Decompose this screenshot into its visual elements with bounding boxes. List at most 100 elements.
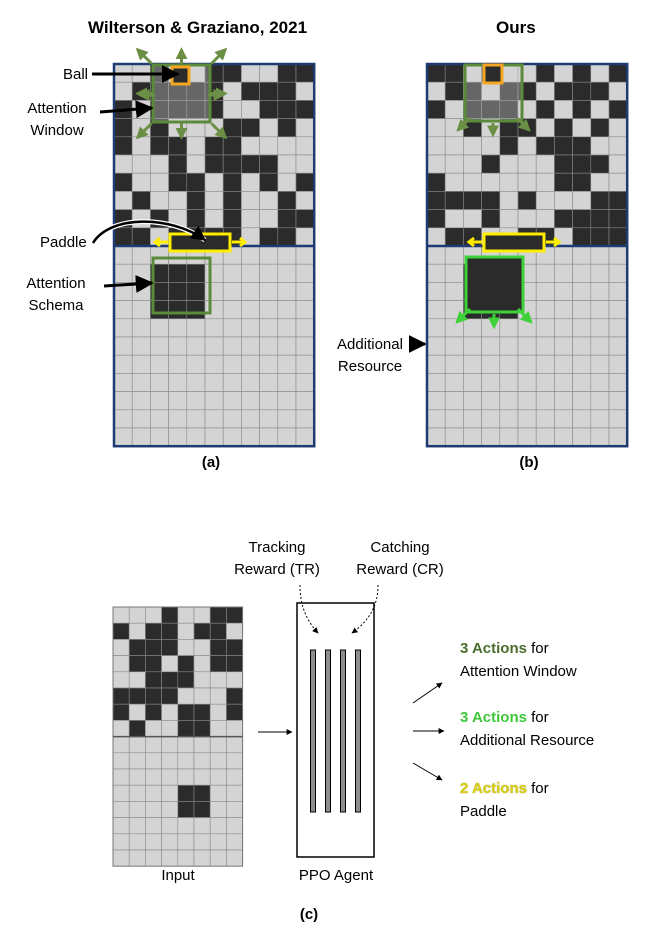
grid-cell [608, 427, 628, 447]
grid-cell [241, 391, 260, 411]
grid-cell [295, 100, 315, 119]
grid-cell [222, 118, 242, 138]
grid-cell [590, 263, 610, 283]
grid-cell [226, 752, 243, 770]
grid-cell [259, 318, 279, 338]
grid-cell [426, 373, 446, 392]
grid-cell [241, 63, 260, 83]
grid-cell [463, 373, 482, 392]
grid-cell [463, 191, 482, 210]
grid-cell [112, 606, 130, 624]
schema-pointer [103, 275, 154, 293]
grid-cell [608, 191, 628, 210]
grid-cell [259, 136, 279, 156]
grid-cell [193, 720, 211, 737]
grid-cell [131, 136, 151, 156]
grid-cell [426, 118, 446, 138]
grid-cell [259, 209, 279, 229]
grid-cell [145, 833, 162, 851]
grid-cell [209, 703, 227, 721]
grid-cell [608, 81, 628, 101]
grid-cell [186, 336, 206, 356]
grid-cell [481, 391, 501, 411]
grid-cell [186, 409, 206, 429]
grid-cell [113, 191, 133, 210]
grid-cell [186, 373, 206, 392]
tracking-reward-arrow [299, 584, 319, 634]
grid-cell [177, 817, 195, 835]
grid-cell [517, 136, 537, 156]
grid-cell [150, 136, 169, 156]
additional-resource-label-1: Additional [337, 336, 403, 353]
grid-cell [128, 817, 146, 835]
overlays [90, 47, 562, 858]
grid-cell [150, 172, 169, 192]
grid-cell [535, 354, 555, 374]
grid-cell [241, 154, 260, 174]
grid-cell [112, 801, 130, 818]
grid-panel-b [425, 62, 629, 448]
grid-cell [259, 391, 279, 411]
grid-panel-a [112, 62, 316, 448]
grid-cell [554, 209, 573, 229]
grid-cell [161, 687, 179, 705]
grid-cell [209, 736, 227, 754]
grid-cell [444, 409, 464, 429]
grid-cell [426, 172, 446, 192]
grid-cell [128, 671, 146, 689]
grid-cell [277, 118, 297, 138]
grid-cell [590, 154, 610, 174]
grid-cell [226, 736, 243, 754]
grid-cell [444, 191, 464, 210]
grid-cell [113, 118, 133, 138]
grid-cell [222, 300, 242, 320]
grid-cell [426, 354, 446, 374]
action-paddle-target: Paddle [460, 803, 507, 820]
grid-cell [426, 63, 446, 83]
grid-cell [222, 136, 242, 156]
grid-cell [186, 282, 206, 301]
grid-cell [259, 63, 279, 83]
grid-cell [186, 391, 206, 411]
grid-cell [535, 263, 555, 283]
grid-cell [209, 622, 227, 640]
grid-cell [128, 784, 146, 802]
grid-cell [168, 263, 188, 283]
grid-cell [590, 209, 610, 229]
grid-cell [161, 768, 179, 786]
grid-cell [277, 427, 297, 447]
grid-cell [112, 622, 130, 640]
grid-cell [112, 671, 130, 689]
grid-cell [535, 172, 555, 192]
grid-cell [608, 373, 628, 392]
grid-cell [444, 100, 464, 119]
grid-cell [481, 172, 501, 192]
grid-cell [463, 391, 482, 411]
grid-cell [444, 354, 464, 374]
grid-cell [554, 81, 573, 101]
grid-cell [295, 354, 315, 374]
grid-cell [572, 409, 592, 429]
grid-cell [572, 209, 592, 229]
grid-cell [226, 622, 243, 640]
grid-cell [572, 282, 592, 301]
grid-cell [259, 354, 279, 374]
grid-cell [128, 736, 146, 754]
action-additional-resource: 3 Actions for [460, 709, 549, 727]
grid-cell [426, 154, 446, 174]
grid-cell [204, 336, 224, 356]
grid-cell [590, 191, 610, 210]
grid-cell [193, 736, 211, 754]
grid-cell [150, 336, 169, 356]
grid-cell [444, 81, 464, 101]
grid-cell [277, 191, 297, 210]
grid-cell [113, 409, 133, 429]
paddle-pointer [91, 220, 207, 244]
grid-cell [209, 606, 227, 624]
grid-cell [481, 191, 501, 210]
grid-cell [161, 817, 179, 835]
grid-cell [463, 154, 482, 174]
agent-layer [355, 649, 361, 813]
grid-cell [193, 687, 211, 705]
attention-schema-label-1: Attention [26, 275, 86, 292]
